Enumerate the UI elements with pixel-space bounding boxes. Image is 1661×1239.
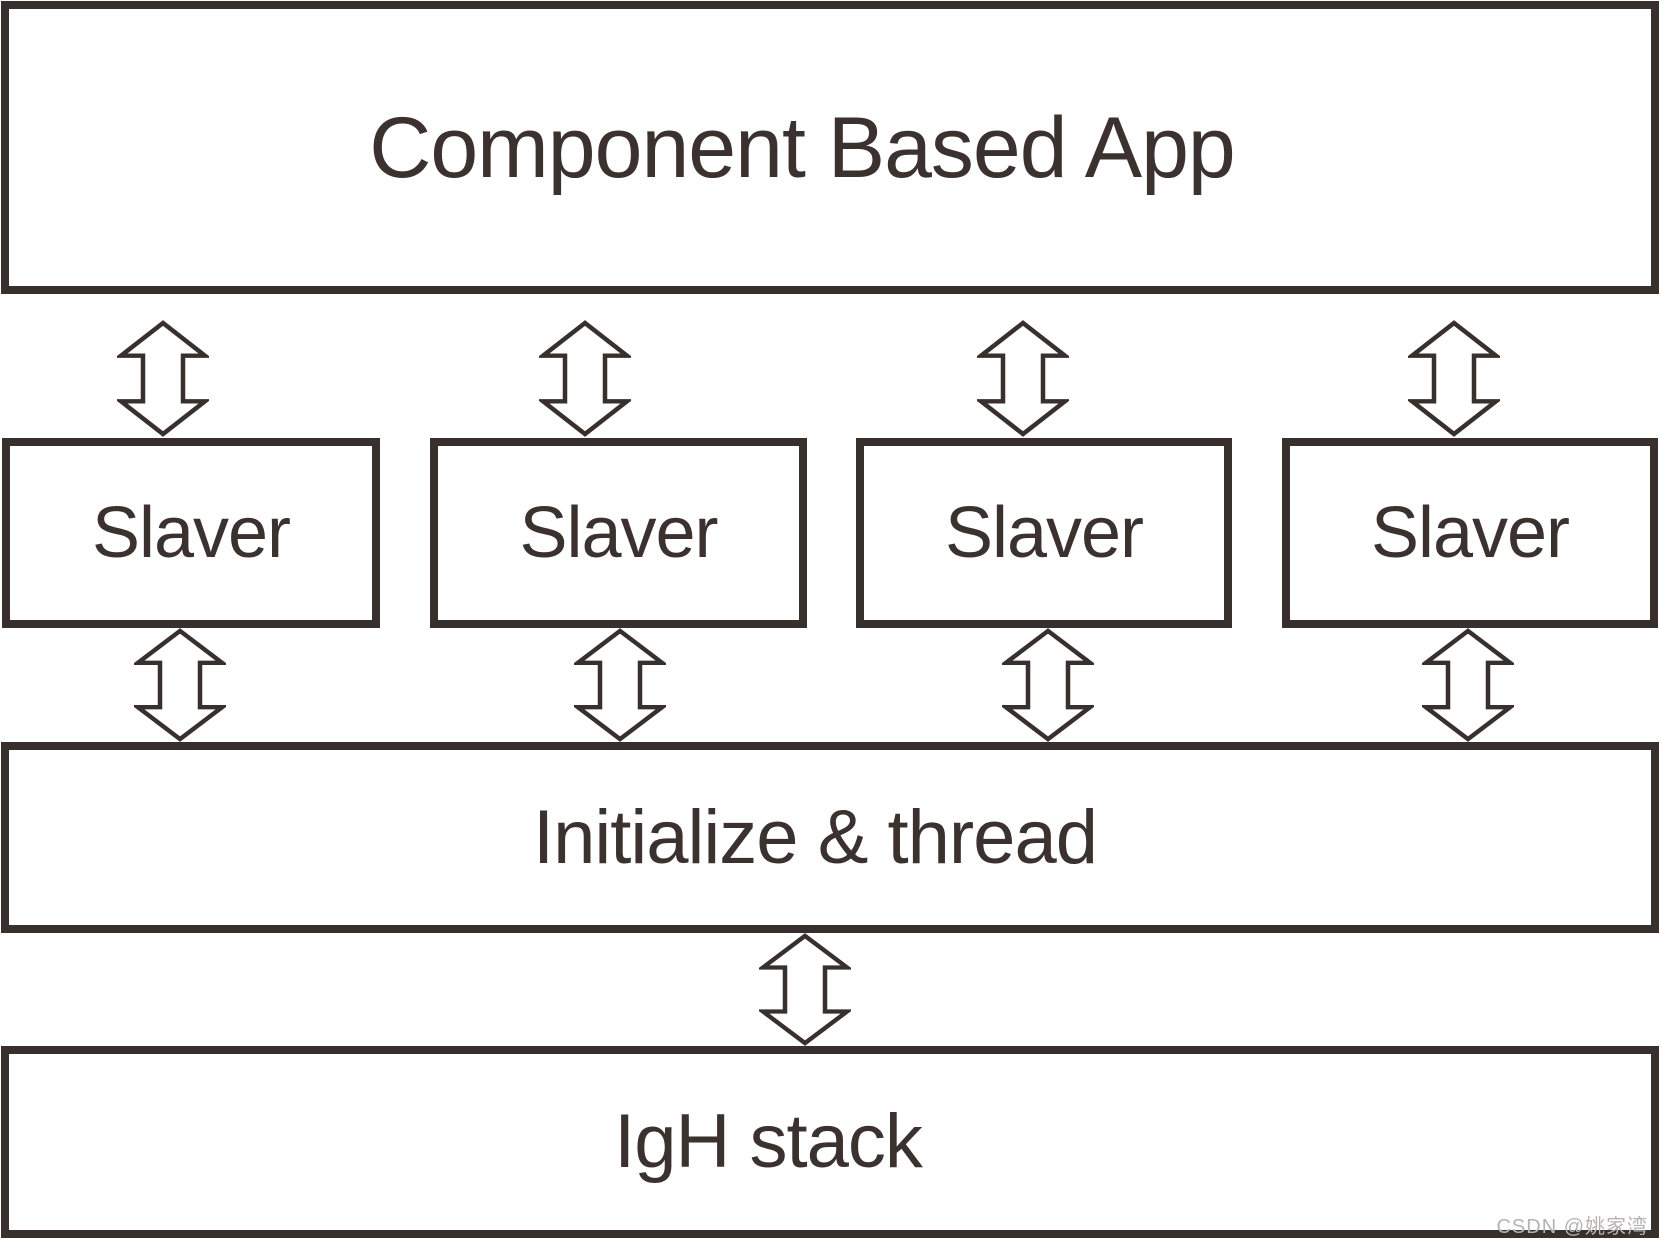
slaver-label: Slaver (944, 493, 1144, 573)
igh-stack-label: IgH stack (614, 1099, 923, 1184)
initialize-thread-box: Initialize & thread (1, 742, 1659, 933)
double-arrow-icon (1408, 320, 1500, 437)
double-arrow-icon (1002, 628, 1094, 742)
slaver-box: Slaver (856, 438, 1232, 628)
slaver-box: Slaver (2, 438, 380, 628)
double-arrow-icon (134, 628, 226, 742)
slaver-label: Slaver (91, 493, 291, 573)
double-arrow-icon (539, 320, 631, 437)
slaver-box: Slaver (1282, 438, 1658, 628)
double-arrow-icon (574, 628, 666, 742)
slaver-label: Slaver (519, 493, 718, 573)
slaver-box: Slaver (430, 438, 807, 628)
watermark: CSDN @姚家湾 (1496, 1216, 1648, 1238)
double-arrow-icon (759, 933, 851, 1046)
component-based-app-box: Component Based App (1, 1, 1659, 294)
double-arrow-icon (117, 320, 209, 437)
double-arrow-icon (977, 320, 1069, 437)
slaver-label: Slaver (1370, 493, 1570, 573)
igh-stack-box: IgH stack (1, 1046, 1659, 1238)
component-based-app-label: Component Based App (369, 99, 1236, 196)
initialize-thread-label: Initialize & thread (533, 794, 1098, 880)
double-arrow-icon (1422, 628, 1514, 742)
